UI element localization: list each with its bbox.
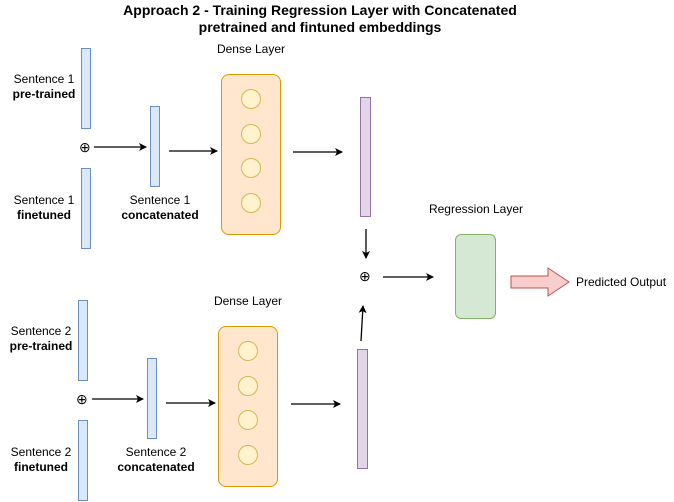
label-s1-finetuned: Sentence 1 finetuned	[13, 193, 75, 222]
label-s1-pretrained: Sentence 1 pre-trained	[12, 72, 76, 101]
dense1-neuron	[241, 158, 261, 178]
dense1-neuron	[241, 124, 261, 144]
dense1-output-vector	[360, 97, 371, 217]
s2-pretrained-embedding	[78, 300, 88, 381]
s1-concat-operator: ⊕	[79, 139, 91, 155]
s1-pretrained-embedding	[81, 48, 91, 129]
label-dense-layer-1: Dense Layer	[216, 42, 286, 56]
s2-finetuned-embedding	[78, 420, 88, 501]
dense-layer-2	[218, 326, 278, 487]
s2-concat-operator: ⊕	[76, 391, 88, 407]
output-arrow-shape	[510, 267, 570, 297]
dense2-neuron	[238, 445, 258, 465]
dense-layer-1	[221, 74, 281, 235]
label-regression-layer: Regression Layer	[428, 202, 524, 216]
s1-concatenated-embedding	[150, 106, 160, 187]
arrow-output2-to-merge	[358, 305, 367, 342]
label-dense-layer-2: Dense Layer	[213, 294, 283, 308]
dense1-neuron	[241, 89, 261, 109]
label-s2-finetuned: Sentence 2 finetuned	[10, 445, 72, 474]
label-s1-concatenated: Sentence 1 concatenated	[121, 193, 199, 222]
label-predicted-output: Predicted Output	[576, 275, 667, 289]
label-s2-pretrained: Sentence 2 pre-trained	[9, 324, 73, 353]
dense2-neuron	[238, 341, 258, 361]
merge-concat-operator: ⊕	[359, 268, 371, 284]
dense2-neuron	[238, 410, 258, 430]
title-line-2: pretrained and fintuned embeddings	[198, 19, 442, 35]
diagram-title: Approach 2 - Training Regression Layer w…	[0, 2, 640, 36]
label-s2-concatenated: Sentence 2 concatenated	[117, 445, 195, 474]
regression-layer	[455, 234, 496, 319]
dense1-neuron	[241, 193, 261, 213]
s2-concatenated-embedding	[147, 358, 157, 439]
dense2-neuron	[238, 376, 258, 396]
dense2-output-vector	[357, 349, 368, 469]
title-line-1: Approach 2 - Training Regression Layer w…	[123, 2, 517, 18]
s1-finetuned-embedding	[81, 168, 91, 249]
